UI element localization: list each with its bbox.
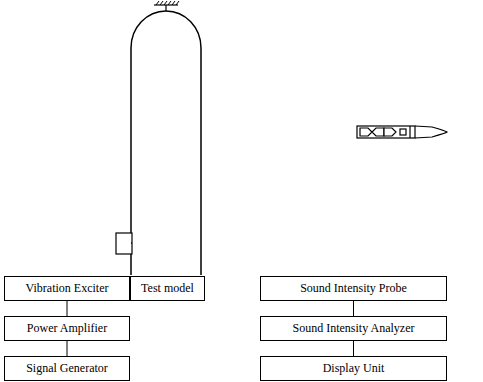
process-box: Test model	[130, 276, 205, 301]
process-box: Display Unit	[260, 356, 447, 381]
connector-line	[353, 341, 354, 356]
process-box: Vibration Exciter	[4, 276, 130, 301]
process-box: Sound Intensity Probe	[260, 276, 447, 301]
box-label: Vibration Exciter	[22, 281, 113, 296]
process-box: Signal Generator	[4, 356, 130, 381]
shell-model	[131, 11, 201, 275]
process-box: Power Amplifier	[4, 316, 130, 341]
box-label: Signal Generator	[22, 361, 112, 376]
suspension-wire	[165, 5, 166, 11]
exciter-stinger	[131, 242, 132, 244]
intensity-probe	[357, 126, 447, 138]
box-label: Power Amplifier	[23, 321, 111, 336]
box-label: Display Unit	[319, 361, 389, 376]
ceiling-hatch	[156, 1, 179, 5]
box-label: Sound Intensity Analyzer	[289, 321, 419, 336]
box-label: Sound Intensity Probe	[296, 281, 411, 296]
box-label: Test model	[137, 281, 198, 296]
connector-line	[67, 341, 68, 356]
exciter-body	[116, 233, 132, 254]
connector-line	[67, 301, 68, 316]
connector-line	[353, 301, 354, 316]
process-box: Sound Intensity Analyzer	[260, 316, 447, 341]
